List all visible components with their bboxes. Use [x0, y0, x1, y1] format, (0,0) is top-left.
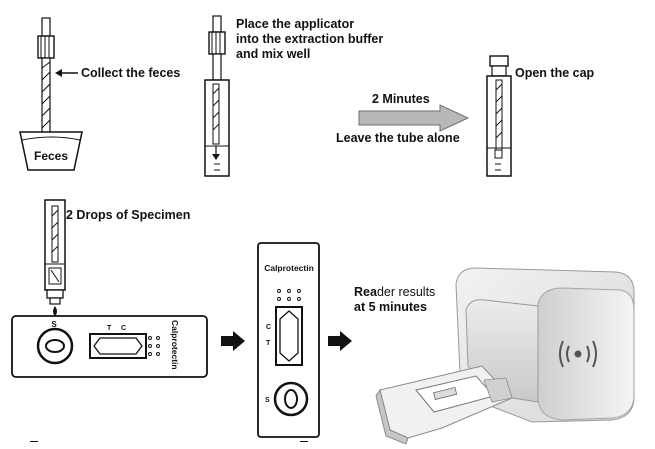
two-drops-caption: 2 Drops of Specimen — [66, 208, 191, 222]
step2-illustration — [204, 15, 230, 177]
tube-cap — [208, 31, 226, 55]
collect-feces-caption: Collect the feces — [81, 66, 181, 80]
test-mark-v: T — [266, 340, 271, 347]
reader-caption-minutes: minutes — [375, 300, 427, 314]
control-mark-h: C — [121, 325, 126, 332]
leave-tube-caption: Leave the tube alone — [336, 131, 460, 145]
reader-caption-line1: Reader results — [354, 285, 435, 300]
reader-caption-line2: at 5 minutes — [354, 300, 427, 315]
brand-v: Calprotectin — [264, 263, 314, 273]
open-cap-caption: Open the cap — [515, 66, 595, 80]
place-applicator-caption-3: and mix well — [236, 47, 311, 61]
cassette-vertical: Calprotectin C T S — [257, 242, 320, 438]
sample-mark-v: S — [265, 397, 270, 404]
reader-device — [375, 267, 635, 445]
reader-caption-bold: Rea — [354, 285, 377, 299]
place-applicator-caption-2: into the extraction buffer — [236, 32, 384, 46]
wireless-icon — [559, 340, 597, 368]
step1-illustration: Feces — [19, 17, 83, 171]
step3-illustration — [486, 55, 512, 177]
applicator-cap — [37, 35, 55, 59]
sample-mark-h: S — [51, 320, 57, 329]
tick-left — [30, 441, 38, 442]
tick-mid — [300, 441, 308, 442]
feces-label: Feces — [34, 149, 68, 163]
cassette-horizontal: S T C Calprotectin — [11, 315, 208, 378]
place-applicator-caption-1: Place the applicator — [236, 17, 355, 31]
open-cap — [489, 55, 509, 67]
control-mark-v: C — [266, 324, 271, 331]
feces-cup — [19, 131, 83, 171]
applicator-cap-top — [41, 17, 51, 37]
reader-caption-at: at — [354, 300, 369, 314]
brand-h: Calprotectin — [170, 320, 180, 370]
wait-time-label: 2 Minutes — [372, 92, 430, 106]
step4-dropper — [44, 199, 66, 316]
reader-caption-number: 5 — [368, 300, 376, 314]
flow-arrow-2 — [328, 331, 352, 351]
wait-arrow — [358, 104, 470, 132]
test-mark-h: T — [107, 325, 112, 332]
flow-arrow-1 — [221, 331, 245, 351]
reader-caption-rest: der results — [376, 285, 436, 299]
